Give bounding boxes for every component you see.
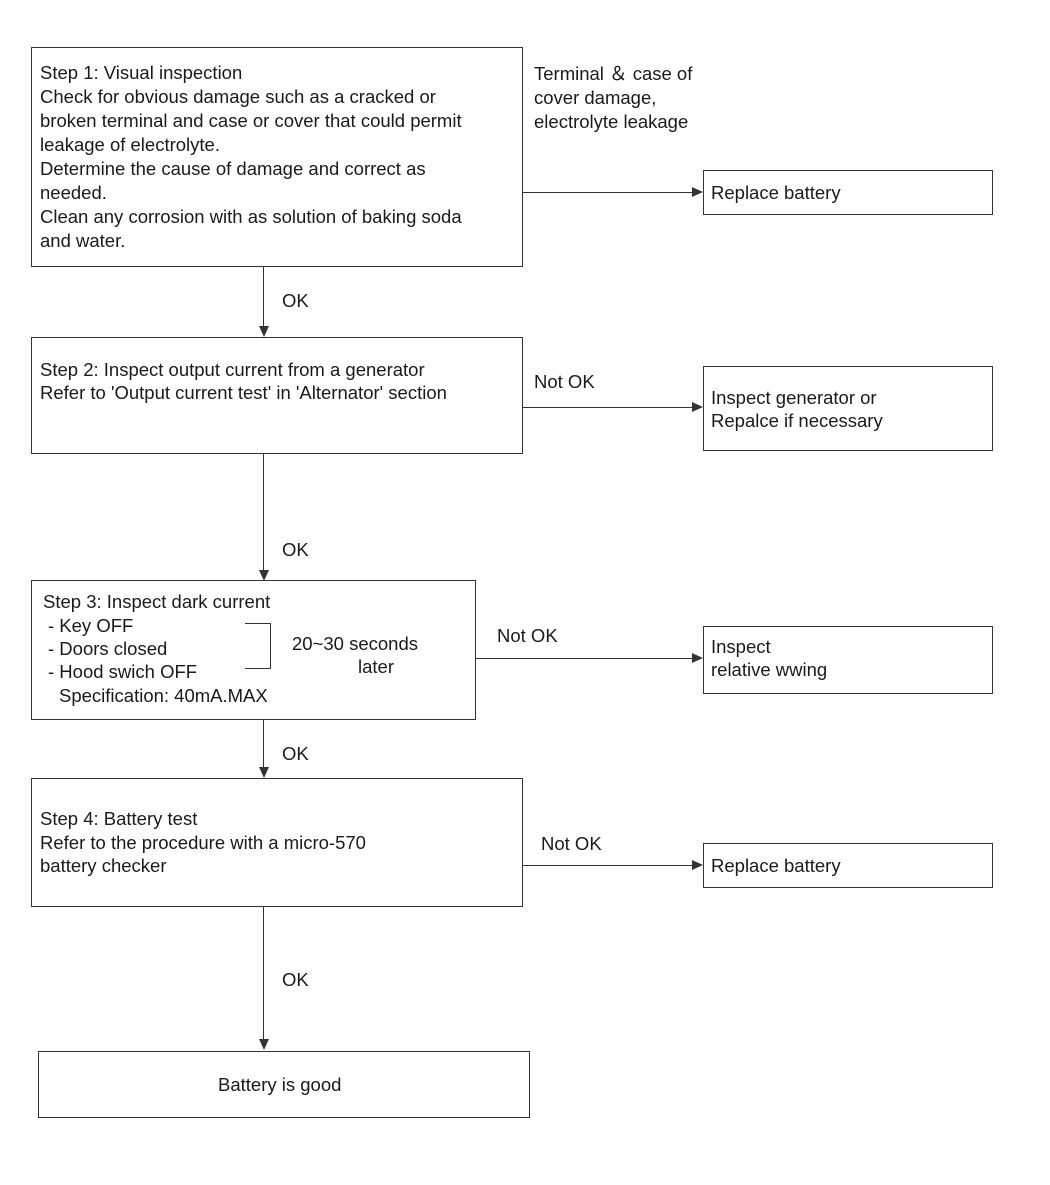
- step3-ok-label: OK: [282, 743, 309, 764]
- step1-condition-line-3: electrolyte leakage: [534, 111, 689, 132]
- step2-result-line-2: Repalce if necessary: [711, 410, 883, 431]
- step1-box: [31, 47, 523, 267]
- step1-result-text: Replace battery: [711, 182, 841, 203]
- step3-timing-line-2: later: [358, 656, 394, 677]
- step1-condition-line-1: Terminal ＆ case of: [534, 63, 693, 84]
- step3-timing-line-1: 20~30 seconds: [292, 633, 419, 654]
- step3-item-1: - Key OFF: [48, 615, 134, 636]
- step4-line-1: Refer to the procedure with a micro-570: [40, 832, 366, 853]
- step2-result-line-1: Inspect generator or: [711, 387, 877, 408]
- step3-item-3: - Hood swich OFF: [48, 661, 198, 682]
- step2-line-1: Refer to 'Output current test' in 'Alter…: [40, 382, 447, 403]
- step4-result-box: [703, 843, 993, 888]
- step1-ok-label: OK: [282, 290, 309, 311]
- step4-result-text: Replace battery: [711, 855, 841, 876]
- step2-result-box: [703, 366, 993, 451]
- step1-line-2: broken terminal and case or cover that c…: [40, 110, 462, 131]
- step1-line-7: and water.: [40, 230, 126, 251]
- step3-box: [31, 580, 476, 720]
- step2-condition: Not OK: [534, 371, 595, 392]
- step1-title: Step 1: Visual inspection: [40, 62, 243, 83]
- step3-result-box: [703, 626, 993, 694]
- step1-result-box: [703, 170, 993, 215]
- step4-condition: Not OK: [541, 833, 602, 854]
- step4-ok-label: OK: [282, 969, 309, 990]
- step1-line-4: Determine the cause of damage and correc…: [40, 158, 426, 179]
- step1-line-5: needed.: [40, 182, 107, 203]
- step3-item-2: - Doors closed: [48, 638, 168, 659]
- step1-line-3: leakage of electrolyte.: [40, 134, 220, 155]
- step2-box: [31, 337, 523, 454]
- step4-title: Step 4: Battery test: [40, 808, 198, 829]
- step4-box: [31, 778, 523, 907]
- step2-title: Step 2: Inspect output current from a ge…: [40, 359, 425, 380]
- step4-line-2: battery checker: [40, 855, 167, 876]
- step3-spec: Specification: 40mA.MAX: [59, 685, 268, 706]
- step1-line-6: Clean any corrosion with as solution of …: [40, 206, 462, 227]
- step3-result-line-2: relative wwing: [711, 659, 828, 680]
- step3-title: Step 3: Inspect dark current: [43, 591, 271, 612]
- step2-ok-label: OK: [282, 539, 309, 560]
- step1-condition-line-2: cover damage,: [534, 87, 657, 108]
- step3-result-line-1: Inspect: [711, 636, 771, 657]
- step1-line-1: Check for obvious damage such as a crack…: [40, 86, 436, 107]
- final-box: [38, 1051, 530, 1118]
- step3-condition: Not OK: [497, 625, 558, 646]
- final-text: Battery is good: [218, 1074, 342, 1095]
